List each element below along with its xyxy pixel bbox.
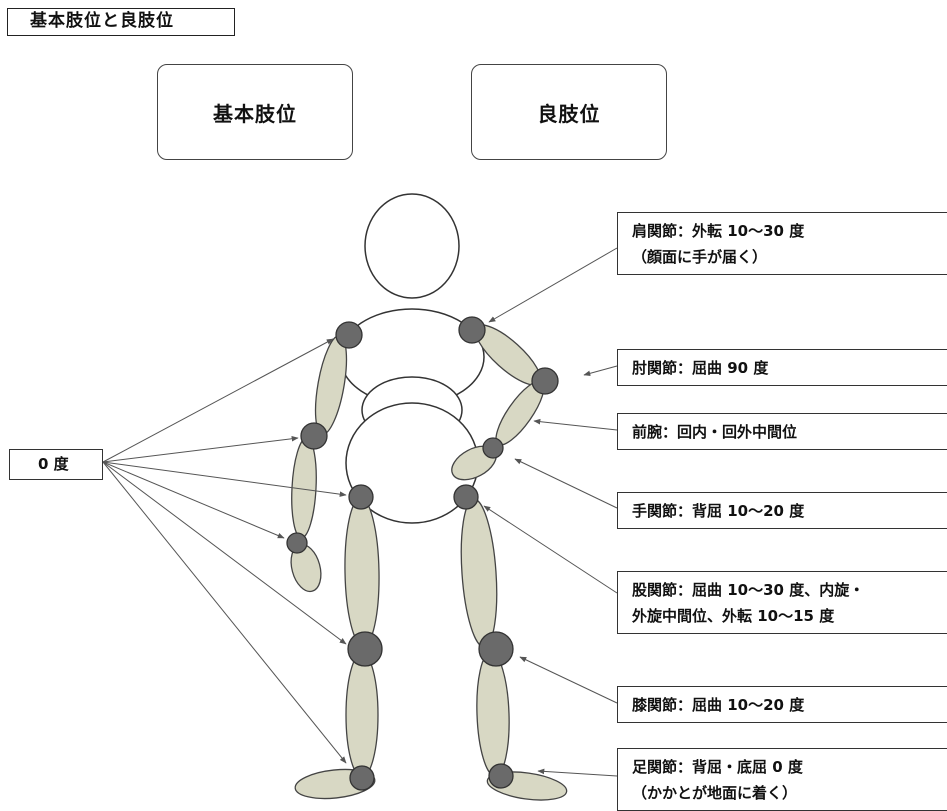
left-upper-arm	[314, 335, 348, 435]
arrow-wrist	[514, 458, 618, 509]
joint-left-ankle	[349, 765, 375, 791]
arrow-elbow	[583, 365, 618, 377]
label-hip-line2: 外旋中間位、外転 10〜15 度	[632, 607, 835, 625]
joints	[286, 316, 559, 791]
label-elbow: 肘関節：屈曲 90 度	[617, 349, 947, 386]
label-forearm: 前腕：回内・回外中間位	[617, 413, 947, 450]
joint-left-shoulder	[335, 321, 363, 349]
joint-left-hip	[348, 484, 374, 510]
label-ankle-line1: 足関節：背屈・底屈 0 度	[632, 758, 803, 776]
label-wrist-line1: 手関節：背屈 10〜20 度	[632, 502, 805, 520]
page-title: 基本肢位と良肢位	[7, 8, 235, 36]
left-thigh	[344, 497, 380, 647]
arrow-knee	[519, 656, 618, 704]
arrow-zero-hip	[102, 461, 347, 497]
joint-left-elbow	[300, 422, 328, 450]
arrow-shoulder	[488, 247, 618, 323]
arrow-zero-shoulder	[102, 338, 334, 463]
right-thigh	[460, 498, 498, 648]
joint-left-knee	[347, 631, 383, 667]
label-hip-line1: 股関節：屈曲 10〜30 度、内旋・	[632, 581, 865, 599]
joint-right-elbow	[531, 367, 559, 395]
limbs	[290, 324, 568, 801]
header-good-position: 良肢位	[471, 64, 667, 160]
joint-right-hip	[453, 484, 479, 510]
zero-degree-arrows	[102, 338, 347, 764]
good-position-arrows	[483, 247, 618, 777]
label-forearm-line1: 前腕：回内・回外中間位	[632, 423, 798, 441]
joint-right-wrist	[482, 437, 504, 459]
right-shin	[476, 651, 510, 777]
joint-right-knee	[478, 631, 514, 667]
label-elbow-line1: 肘関節：屈曲 90 度	[632, 359, 769, 377]
arrow-ankle	[537, 768, 618, 777]
joint-right-ankle	[488, 763, 514, 789]
zero-degree-label: 0 度	[9, 449, 103, 480]
joint-right-shoulder	[458, 316, 486, 344]
label-knee-line1: 膝関節：屈曲 10〜20 度	[632, 696, 805, 714]
arrow-zero-elbow	[102, 435, 299, 463]
joint-left-wrist	[286, 532, 308, 554]
label-knee: 膝関節：屈曲 10〜20 度	[617, 686, 947, 723]
arrow-zero-wrist	[102, 461, 285, 539]
label-shoulder: 肩関節：外転 10〜30 度 （顔面に手が届く）	[617, 212, 947, 275]
header-basic-position: 基本肢位	[157, 64, 353, 160]
arrow-hip	[483, 505, 618, 594]
label-hip: 股関節：屈曲 10〜30 度、内旋・ 外旋中間位、外転 10〜15 度	[617, 571, 947, 634]
label-shoulder-line1: 肩関節：外転 10〜30 度	[632, 222, 805, 240]
label-wrist: 手関節：背屈 10〜20 度	[617, 492, 947, 529]
label-ankle-line2: （かかとが地面に着く）	[632, 784, 798, 802]
arrow-zero-ankle	[102, 461, 347, 764]
arrow-forearm	[533, 418, 618, 431]
left-shin	[345, 652, 379, 778]
label-shoulder-line2: （顔面に手が届く）	[632, 248, 768, 266]
head	[364, 193, 460, 299]
arrow-zero-knee	[102, 461, 347, 645]
label-ankle: 足関節：背屈・底屈 0 度 （かかとが地面に着く）	[617, 748, 947, 811]
